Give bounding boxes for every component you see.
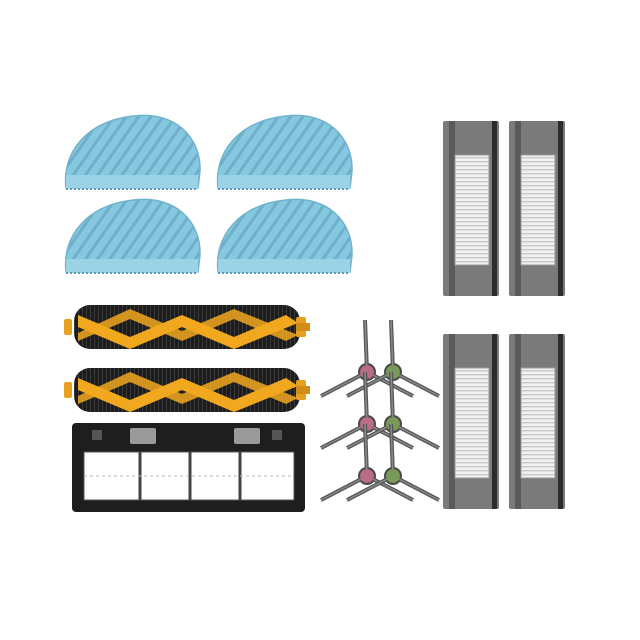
mop-pad [216,198,354,274]
mop-pad [64,198,202,274]
side-brush [345,422,441,502]
hepa-filters-group [442,120,566,510]
brush-cover [72,423,305,512]
main-roller-brush [64,368,310,412]
hepa-filter [508,333,566,510]
hepa-filter [442,333,500,510]
hepa-filter [508,120,566,297]
hepa-filter [442,120,500,297]
main-roller-brush [64,305,310,349]
clip-icon [130,428,156,444]
mop-pad [216,114,354,190]
mop-pad [64,114,202,190]
side-brush [319,422,415,502]
mop-pads-group [64,114,354,274]
side-brushes-group [319,318,441,502]
main-brushes-group [64,305,310,412]
clip-icon [234,428,260,444]
